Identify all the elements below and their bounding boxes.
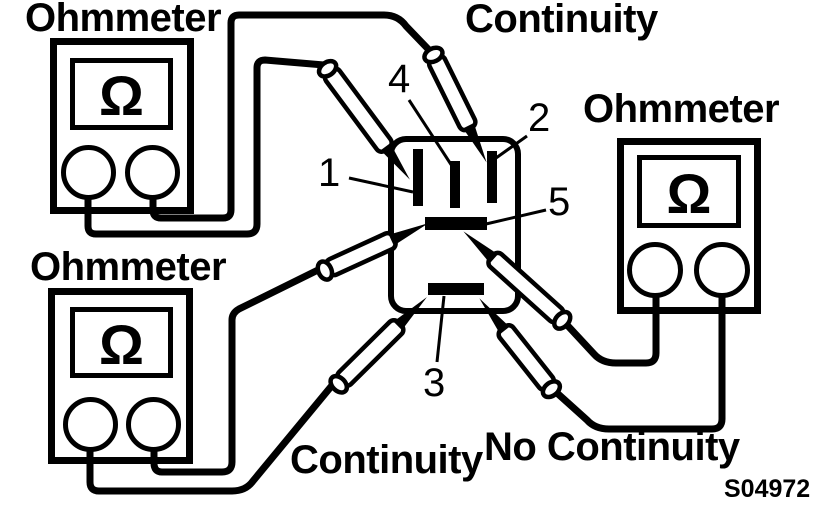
ohmmeter-display: Ω bbox=[637, 155, 741, 228]
ohm-icon: Ω bbox=[666, 161, 712, 225]
terminal-number-3: 3 bbox=[423, 361, 446, 405]
probe-terminal-5-left bbox=[315, 223, 429, 282]
meter-dial-right bbox=[125, 145, 180, 200]
no-continuity-label: No Continuity bbox=[484, 425, 740, 469]
leader-line-5 bbox=[485, 208, 547, 226]
leader-line-1 bbox=[348, 176, 414, 194]
wire-right-meter-to-probe-5 bbox=[565, 294, 660, 367]
terminal-number-1: 1 bbox=[318, 151, 341, 195]
probe-terminal-3-left bbox=[328, 297, 427, 395]
figure-code: S04972 bbox=[724, 475, 811, 503]
ohmmeter-bottom-left: Ω bbox=[48, 288, 193, 464]
terminal-number-4: 4 bbox=[388, 57, 411, 101]
ohmmeter-bottom-left-label: Ohmmeter bbox=[30, 245, 227, 289]
ohmmeter-top-left: Ω bbox=[50, 38, 194, 214]
ohmmeter-right-label: Ohmmeter bbox=[583, 87, 780, 131]
terminal-number-2: 2 bbox=[528, 96, 551, 140]
ohm-icon: Ω bbox=[99, 64, 144, 127]
ohmmeter-right: Ω bbox=[617, 138, 761, 314]
wire-bottomleft-meter-to-probe-3 bbox=[86, 380, 337, 495]
wire-topleft-meter-to-probe-1 bbox=[84, 56, 325, 238]
continuity-top-label: Continuity bbox=[465, 0, 658, 41]
terminal-slot-4 bbox=[450, 161, 460, 208]
probe-terminal-5-right bbox=[463, 231, 573, 331]
probe-terminal-1 bbox=[316, 58, 410, 180]
terminal-slot-2 bbox=[487, 151, 497, 203]
continuity-bottom-label: Continuity bbox=[290, 438, 483, 482]
wire-bottomleft-meter-to-probe-5 bbox=[150, 265, 322, 476]
terminal-slot-5 bbox=[425, 217, 487, 230]
terminal-slot-1 bbox=[413, 149, 423, 206]
leader-line-4 bbox=[407, 99, 454, 167]
probe-terminal-3-right bbox=[479, 298, 563, 400]
terminal-slot-3 bbox=[428, 283, 484, 295]
ohmmeter-top-left-label: Ohmmeter bbox=[25, 0, 222, 40]
wire-topleft-meter-to-probe-2 bbox=[149, 11, 433, 222]
leader-line-2 bbox=[495, 134, 528, 160]
wire-right-meter-to-probe-3 bbox=[554, 294, 726, 433]
probe-terminal-2 bbox=[422, 45, 487, 163]
terminal-number-5: 5 bbox=[548, 180, 571, 224]
ohmmeter-display: Ω bbox=[70, 58, 173, 130]
leader-line-3 bbox=[435, 295, 446, 363]
ohm-icon: Ω bbox=[99, 312, 144, 376]
ohmmeter-display: Ω bbox=[70, 307, 173, 378]
meter-dial-left bbox=[63, 397, 118, 452]
